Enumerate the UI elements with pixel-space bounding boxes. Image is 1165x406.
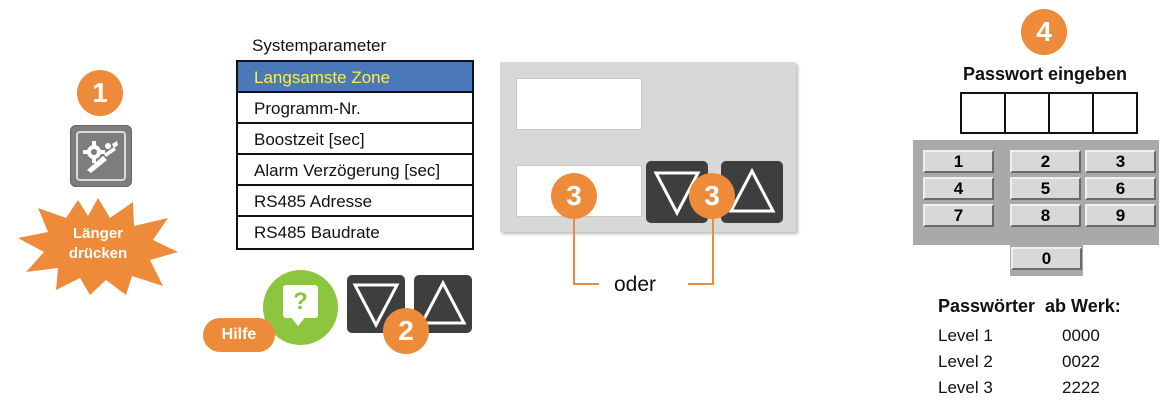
password-digit-box[interactable] [1092,92,1138,134]
settings-button[interactable] [70,125,132,187]
connector-line-left [573,219,599,285]
password-title: Passwort eingeben [962,64,1128,84]
menu-item-rs485-baudrate[interactable]: RS485 Baudrate [254,223,380,242]
arrow-up-icon [419,279,467,325]
password-level-row: Level 1 0000 [938,326,1100,346]
password-level-row: Level 2 0022 [938,352,1100,372]
level-name: Level 2 [938,352,993,371]
step-badge-3-arrows: 3 [689,173,735,219]
keypad: 1 2 3 4 5 6 7 8 9 [913,140,1159,245]
key-8[interactable]: 8 [1010,204,1081,227]
arrow-up-icon [728,167,776,213]
password-level-row: Level 3 2222 [938,378,1100,398]
menu-item-rs485-adresse[interactable]: RS485 Adresse [238,186,472,217]
settings-tool-icon [76,131,126,181]
menu-item-boostzeit[interactable]: Boostzeit [sec] [238,124,472,155]
key-9[interactable]: 9 [1085,204,1156,227]
display-field-top [516,78,642,130]
key-7[interactable]: 7 [923,204,994,227]
key-3[interactable]: 3 [1085,150,1156,173]
help-bubble-tail [290,316,306,326]
help-label: Hilfe [203,318,275,352]
password-digit-box[interactable] [1004,92,1050,134]
long-press-line1: Länger [72,225,123,242]
arrow-down-icon [653,171,701,217]
keypad-bottom-row: 0 [1010,245,1083,276]
password-input[interactable] [960,92,1138,134]
menu-item-langsamste-zone[interactable]: Langsamste Zone [238,62,472,93]
level-password: 0000 [1062,326,1100,345]
long-press-line2: drücken [68,245,128,262]
level-name: Level 3 [938,378,993,397]
password-digit-box[interactable] [960,92,1006,134]
menu-item-alarm-verzoegerung[interactable]: Alarm Verzögerung [sec] [238,155,472,186]
factory-passwords-title: Passwörter ab Werk: [938,296,1121,316]
menu-item-programm-nr[interactable]: Programm-Nr. [238,93,472,124]
step-badge-4: 4 [1021,9,1067,55]
step-badge-2: 2 [383,308,429,354]
connector-line-right [688,219,714,285]
control-panel [500,62,796,232]
password-digit-box[interactable] [1048,92,1094,134]
key-6[interactable]: 6 [1085,177,1156,200]
level-password: 2222 [1062,378,1100,397]
key-4[interactable]: 4 [923,177,994,200]
key-5[interactable]: 5 [1010,177,1081,200]
help-icon: ? [283,285,318,318]
key-2[interactable]: 2 [1010,150,1081,173]
long-press-starburst [18,198,178,295]
menu-up-button[interactable] [414,275,472,333]
step-badge-3-field: 3 [551,173,597,219]
long-press-label: Länger drücken [48,224,148,264]
system-parameter-menu: Langsamste Zone Programm-Nr. Boostzeit [… [236,60,474,250]
arrow-down-icon [352,283,400,329]
step-badge-1: 1 [77,70,123,116]
key-1[interactable]: 1 [923,150,994,173]
menu-title: Systemparameter [252,36,387,55]
key-0[interactable]: 0 [1011,247,1082,270]
level-password: 0022 [1062,352,1100,371]
oder-label: oder [614,273,657,296]
level-name: Level 1 [938,326,993,345]
